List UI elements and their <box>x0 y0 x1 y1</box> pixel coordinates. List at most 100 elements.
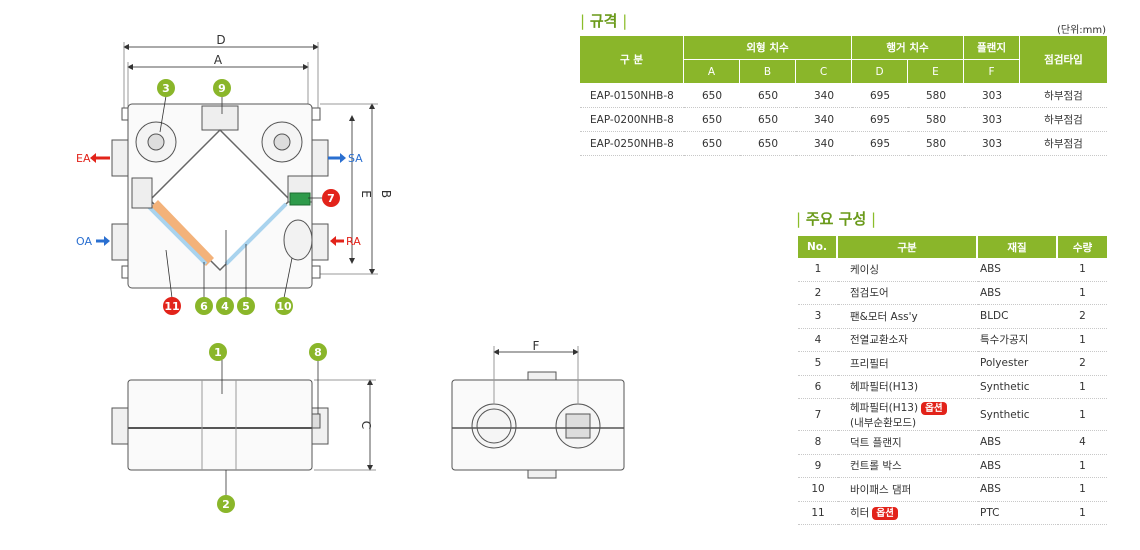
svg-text:2: 2 <box>222 498 230 511</box>
spec-value-e: 580 <box>908 132 964 156</box>
label-c: C <box>359 421 373 429</box>
spec-value-b: 650 <box>740 132 796 156</box>
parts-name: 컨트롤 박스 <box>838 455 978 478</box>
parts-no: 9 <box>798 455 838 478</box>
parts-no: 2 <box>798 282 838 305</box>
spec-sub-e: E <box>908 60 964 84</box>
svg-text:8: 8 <box>314 346 322 359</box>
parts-material: PTC <box>978 502 1058 525</box>
parts-name-text: 컨트롤 박스 <box>850 460 902 473</box>
callout-10: 10 <box>275 297 293 315</box>
spec-header-hanger: 행거 치수 <box>852 36 964 60</box>
callout-5: 5 <box>237 297 255 315</box>
parts-name-text: 케이싱 <box>850 263 879 276</box>
label-f: F <box>533 339 540 353</box>
parts-header-no: No. <box>798 236 838 258</box>
spec-model: EAP-0250NHB-8 <box>580 132 684 156</box>
option-badge: 옵션 <box>872 507 898 521</box>
parts-material: 특수가공지 <box>978 329 1058 352</box>
parts-name: 팬&모터 Ass'y <box>838 305 978 329</box>
parts-no: 8 <box>798 431 838 455</box>
parts-name: 전열교환소자 <box>838 329 978 352</box>
parts-qty: 4 <box>1058 431 1107 455</box>
spec-header-flange: 플랜지 <box>964 36 1020 60</box>
spec-title-text: 규격 <box>589 12 618 30</box>
parts-material: Synthetic <box>978 376 1058 399</box>
parts-title-text: 주요 구성 <box>805 210 867 228</box>
technical-drawings: D A B E EA SA OA RA 3 9 7 11 6 4 5 10 <box>76 33 625 513</box>
parts-no: 5 <box>798 352 838 376</box>
parts-qty: 1 <box>1058 282 1107 305</box>
spec-value-f: 303 <box>964 108 1020 132</box>
parts-header-material: 재질 <box>978 236 1058 258</box>
parts-material: Synthetic <box>978 399 1058 431</box>
spec-header-outer: 외형 치수 <box>684 36 852 60</box>
parts-material: BLDC <box>978 305 1058 329</box>
front-view <box>451 346 625 479</box>
callout-3: 3 <box>157 79 175 97</box>
spec-inspection-type: 하부점검 <box>1020 132 1107 156</box>
spec-model: EAP-0150NHB-8 <box>580 84 684 108</box>
parts-qty: 1 <box>1058 399 1107 431</box>
parts-name-text: 팬&모터 Ass'y <box>850 310 918 323</box>
ra-duct <box>311 223 329 261</box>
spec-sub-c: C <box>796 60 852 84</box>
parts-name: 덕트 플랜지 <box>838 431 978 455</box>
spec-value-b: 650 <box>740 84 796 108</box>
internal-hepa-filter <box>289 192 311 206</box>
parts-name: 헤파필터(H13) <box>838 376 978 399</box>
parts-qty: 1 <box>1058 502 1107 525</box>
spec-sub-a: A <box>684 60 740 84</box>
svg-text:4: 4 <box>221 300 229 313</box>
parts-material: ABS <box>978 455 1058 478</box>
parts-no: 7 <box>798 399 838 431</box>
spec-header-category: 구 분 <box>580 36 684 84</box>
top-view <box>111 42 378 289</box>
parts-name: 프리필터 <box>838 352 978 376</box>
label-e: E <box>359 190 373 198</box>
option-badge: 옵션 <box>921 401 947 415</box>
parts-material: ABS <box>978 258 1058 282</box>
spec-sub-b: B <box>740 60 796 84</box>
flow-sa: SA <box>348 152 363 165</box>
parts-name: 헤파필터(H13)옵션 (내부순환모드) <box>838 399 978 431</box>
label-a: A <box>214 53 223 67</box>
spec-sub-f: F <box>964 60 1020 84</box>
unit-note: (단위:mm) <box>1057 25 1107 36</box>
parts-header-qty: 수량 <box>1058 236 1107 258</box>
parts-name-text: 전열교환소자 <box>850 334 908 347</box>
spec-sub-d: D <box>852 60 908 84</box>
drawing-canvas: D A B E EA SA OA RA 3 9 7 11 6 4 5 10 <box>76 33 625 513</box>
parts-material: ABS <box>978 478 1058 502</box>
spec-value-d: 695 <box>852 84 908 108</box>
parts-material: Polyester <box>978 352 1058 376</box>
spec-value-c: 340 <box>796 84 852 108</box>
oa-duct <box>111 223 129 261</box>
parts-section-title: | 주요 구성 | <box>796 210 877 228</box>
svg-text:11: 11 <box>164 300 179 313</box>
spec-table: 구 분 외형 치수 행거 치수 플랜지 점검타입 A B C D E F EAP… <box>580 36 1107 156</box>
parts-qty: 1 <box>1058 258 1107 282</box>
spec-value-f: 303 <box>964 84 1020 108</box>
spec-value-c: 340 <box>796 108 852 132</box>
spec-value-a: 650 <box>684 108 740 132</box>
parts-no: 1 <box>798 258 838 282</box>
parts-name: 케이싱 <box>838 258 978 282</box>
spec-value-a: 650 <box>684 132 740 156</box>
parts-material: ABS <box>978 282 1058 305</box>
spec-value-c: 340 <box>796 132 852 156</box>
parts-material: ABS <box>978 431 1058 455</box>
callout-11: 11 <box>163 297 181 315</box>
